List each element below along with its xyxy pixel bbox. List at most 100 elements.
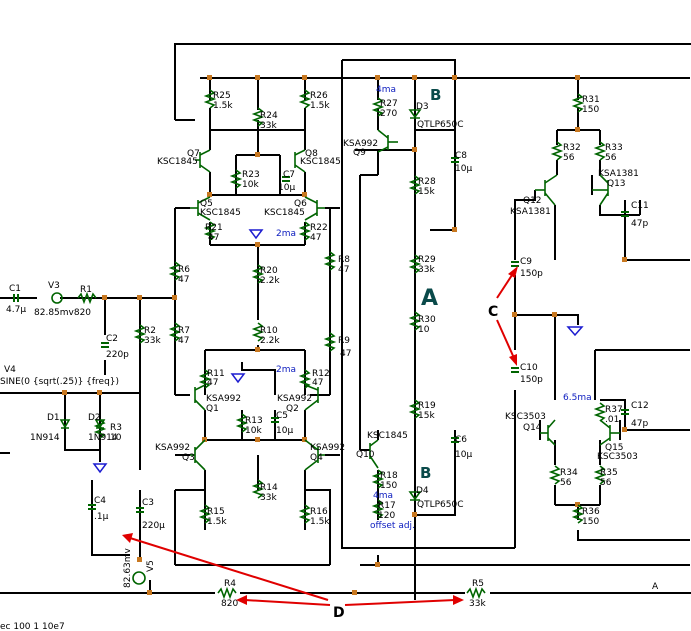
current-q5: 2ma <box>276 229 296 239</box>
current-q10: 4ma <box>373 491 393 501</box>
label-r2: R2 <box>144 326 156 336</box>
label-c7: C7 <box>283 170 295 180</box>
label-q14: Q14 <box>523 423 542 433</box>
label-r28: R28 <box>418 177 436 187</box>
value-c2: 220p <box>106 350 129 360</box>
part-q14: KSC3503 <box>505 412 546 422</box>
label-r12: R12 <box>312 369 330 379</box>
label-r9: R9 <box>338 336 350 346</box>
label-r19: R19 <box>418 401 436 411</box>
label-c8: C8 <box>455 151 467 161</box>
value-r9: 47 <box>340 349 351 359</box>
value-c11: 47p <box>631 219 648 229</box>
value-r19: 15k <box>418 411 435 421</box>
label-r6: R6 <box>178 265 190 275</box>
section-labels: A B B A <box>420 86 659 592</box>
q14-symbol <box>540 419 556 446</box>
part-d1: 1N914 <box>30 433 60 443</box>
label-q5: Q5 <box>200 199 213 209</box>
label-r37: R37 <box>605 405 623 415</box>
label-r21: R21 <box>205 223 223 233</box>
q15-symbol <box>599 419 620 446</box>
red-annotations: C D <box>122 266 518 621</box>
value-r2: 33k <box>144 336 161 346</box>
q4-symbol <box>304 439 325 471</box>
value-r20: 2.2k <box>260 276 280 286</box>
label-v3: V3 <box>48 281 60 291</box>
value-r10: 2.2k <box>260 336 280 346</box>
value-r37: .01 <box>605 415 619 425</box>
output-a-label: A <box>652 582 659 592</box>
label-d4: D4 <box>416 486 429 496</box>
value-r3: 10 <box>110 433 122 443</box>
part-d2: 1N914 <box>88 433 118 443</box>
transistor-symbols <box>190 129 620 471</box>
value-r7: 47 <box>178 336 189 346</box>
annotation-c: C <box>488 304 498 320</box>
q12-symbol <box>535 174 558 206</box>
label-r36: R36 <box>582 507 600 517</box>
value-r35: 56 <box>600 478 612 488</box>
label-r27: R27 <box>380 99 398 109</box>
label-r3: R3 <box>110 423 122 433</box>
label-r16: R16 <box>310 507 328 517</box>
q13-symbol <box>592 174 609 206</box>
label-c4: C4 <box>94 496 106 506</box>
value-r17: 120 <box>378 511 395 521</box>
value-r36: 150 <box>582 517 599 527</box>
value-c7: 10µ <box>278 183 295 193</box>
current-q9: 4ma <box>376 85 396 95</box>
part-d3: QTLP650C <box>417 120 464 130</box>
section-b-bottom-label: B <box>420 464 431 482</box>
section-a-label: A <box>421 286 438 311</box>
label-r13: R13 <box>245 416 263 426</box>
part-q5: KSC1845 <box>200 208 241 218</box>
section-b-top-label: B <box>430 86 441 104</box>
label-r15: R15 <box>207 507 225 517</box>
label-q3: Q3 <box>182 453 195 463</box>
q9-symbol <box>377 129 398 153</box>
part-q12: KSA1381 <box>510 207 551 217</box>
value-r12: 47 <box>312 378 323 388</box>
offset-adj-note: offset adj. <box>370 521 415 531</box>
label-v5: V5 <box>146 560 156 572</box>
q6-symbol <box>304 196 325 221</box>
diode-symbols <box>59 109 422 501</box>
value-c10: 150p <box>520 375 543 385</box>
q7-symbol <box>195 149 211 173</box>
capacitor-symbols <box>13 157 629 513</box>
q5-symbol <box>190 196 211 221</box>
value-v4: SINE(0 {sqrt(.25)} {freq}) <box>0 377 119 387</box>
label-r29: R29 <box>418 255 436 265</box>
label-r4: R4 <box>224 579 236 589</box>
part-q9: KSA992 <box>343 139 378 149</box>
value-r28: 15k <box>418 187 435 197</box>
value-r13: 10k <box>245 426 262 436</box>
value-r21: 47 <box>208 233 219 243</box>
label-q15: Q15 <box>605 443 624 453</box>
part-q4: KSA992 <box>310 443 345 453</box>
value-c8: 10µ <box>455 164 472 174</box>
value-r23: 10k <box>242 180 259 190</box>
value-c6: 10µ <box>455 450 472 460</box>
label-r34: R34 <box>560 468 578 478</box>
current-q14: 6.5ma <box>563 393 592 403</box>
part-q7: KSC1845 <box>157 157 198 167</box>
value-r5: 33k <box>469 599 486 609</box>
label-r22: R22 <box>310 223 328 233</box>
label-r17: R17 <box>378 501 396 511</box>
value-r29: 33k <box>418 265 435 275</box>
value-r6: 47 <box>178 275 189 285</box>
label-q7: Q7 <box>187 149 200 159</box>
label-c5: C5 <box>276 411 288 421</box>
label-c3: C3 <box>142 498 154 508</box>
label-r8: R8 <box>338 255 350 265</box>
label-q4: Q4 <box>310 453 323 463</box>
label-q12: Q12 <box>523 196 542 206</box>
value-v3: 82.85mv820 <box>34 308 91 318</box>
part-q8: KSC1845 <box>300 157 341 167</box>
label-q13: Q13 <box>607 179 626 189</box>
value-r27: 270 <box>380 109 397 119</box>
source-symbols <box>51 292 146 585</box>
